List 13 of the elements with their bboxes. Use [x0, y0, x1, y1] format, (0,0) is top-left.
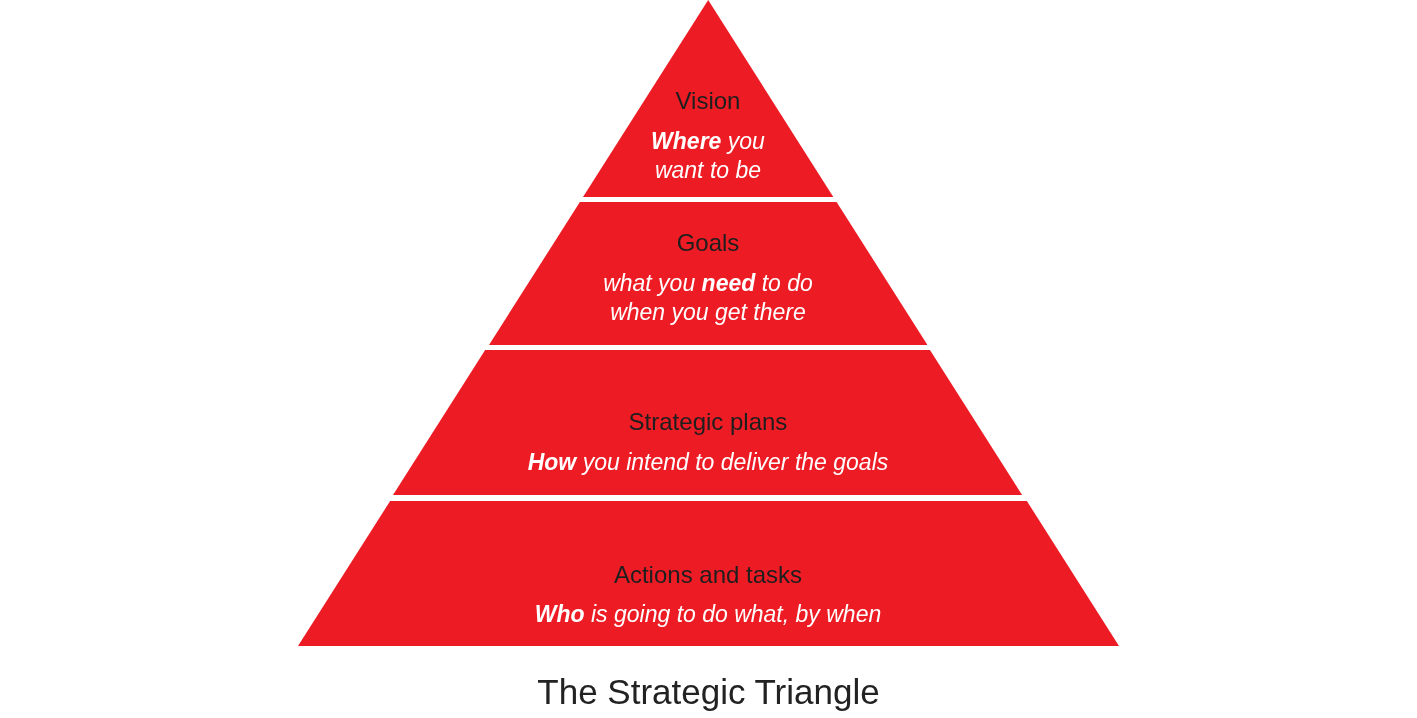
pyramid-layer — [582, 0, 834, 197]
pyramid-layer — [297, 501, 1119, 646]
diagram-title: The Strategic Triangle — [536, 671, 881, 713]
layer-description: what you need to do when you get there — [602, 269, 814, 327]
layer-heading: Strategic plans — [627, 407, 789, 436]
pyramid-layer — [488, 202, 928, 345]
layer-description: How you intend to deliver the goals — [526, 448, 890, 477]
layer-heading: Vision — [674, 86, 742, 115]
layer-description: Who is going to do what, by when — [533, 600, 883, 629]
layer-heading: Goals — [675, 228, 741, 257]
layer-description: Where you want to be — [650, 127, 766, 185]
layer-heading: Actions and tasks — [612, 560, 804, 589]
pyramid-layer — [393, 350, 1023, 495]
